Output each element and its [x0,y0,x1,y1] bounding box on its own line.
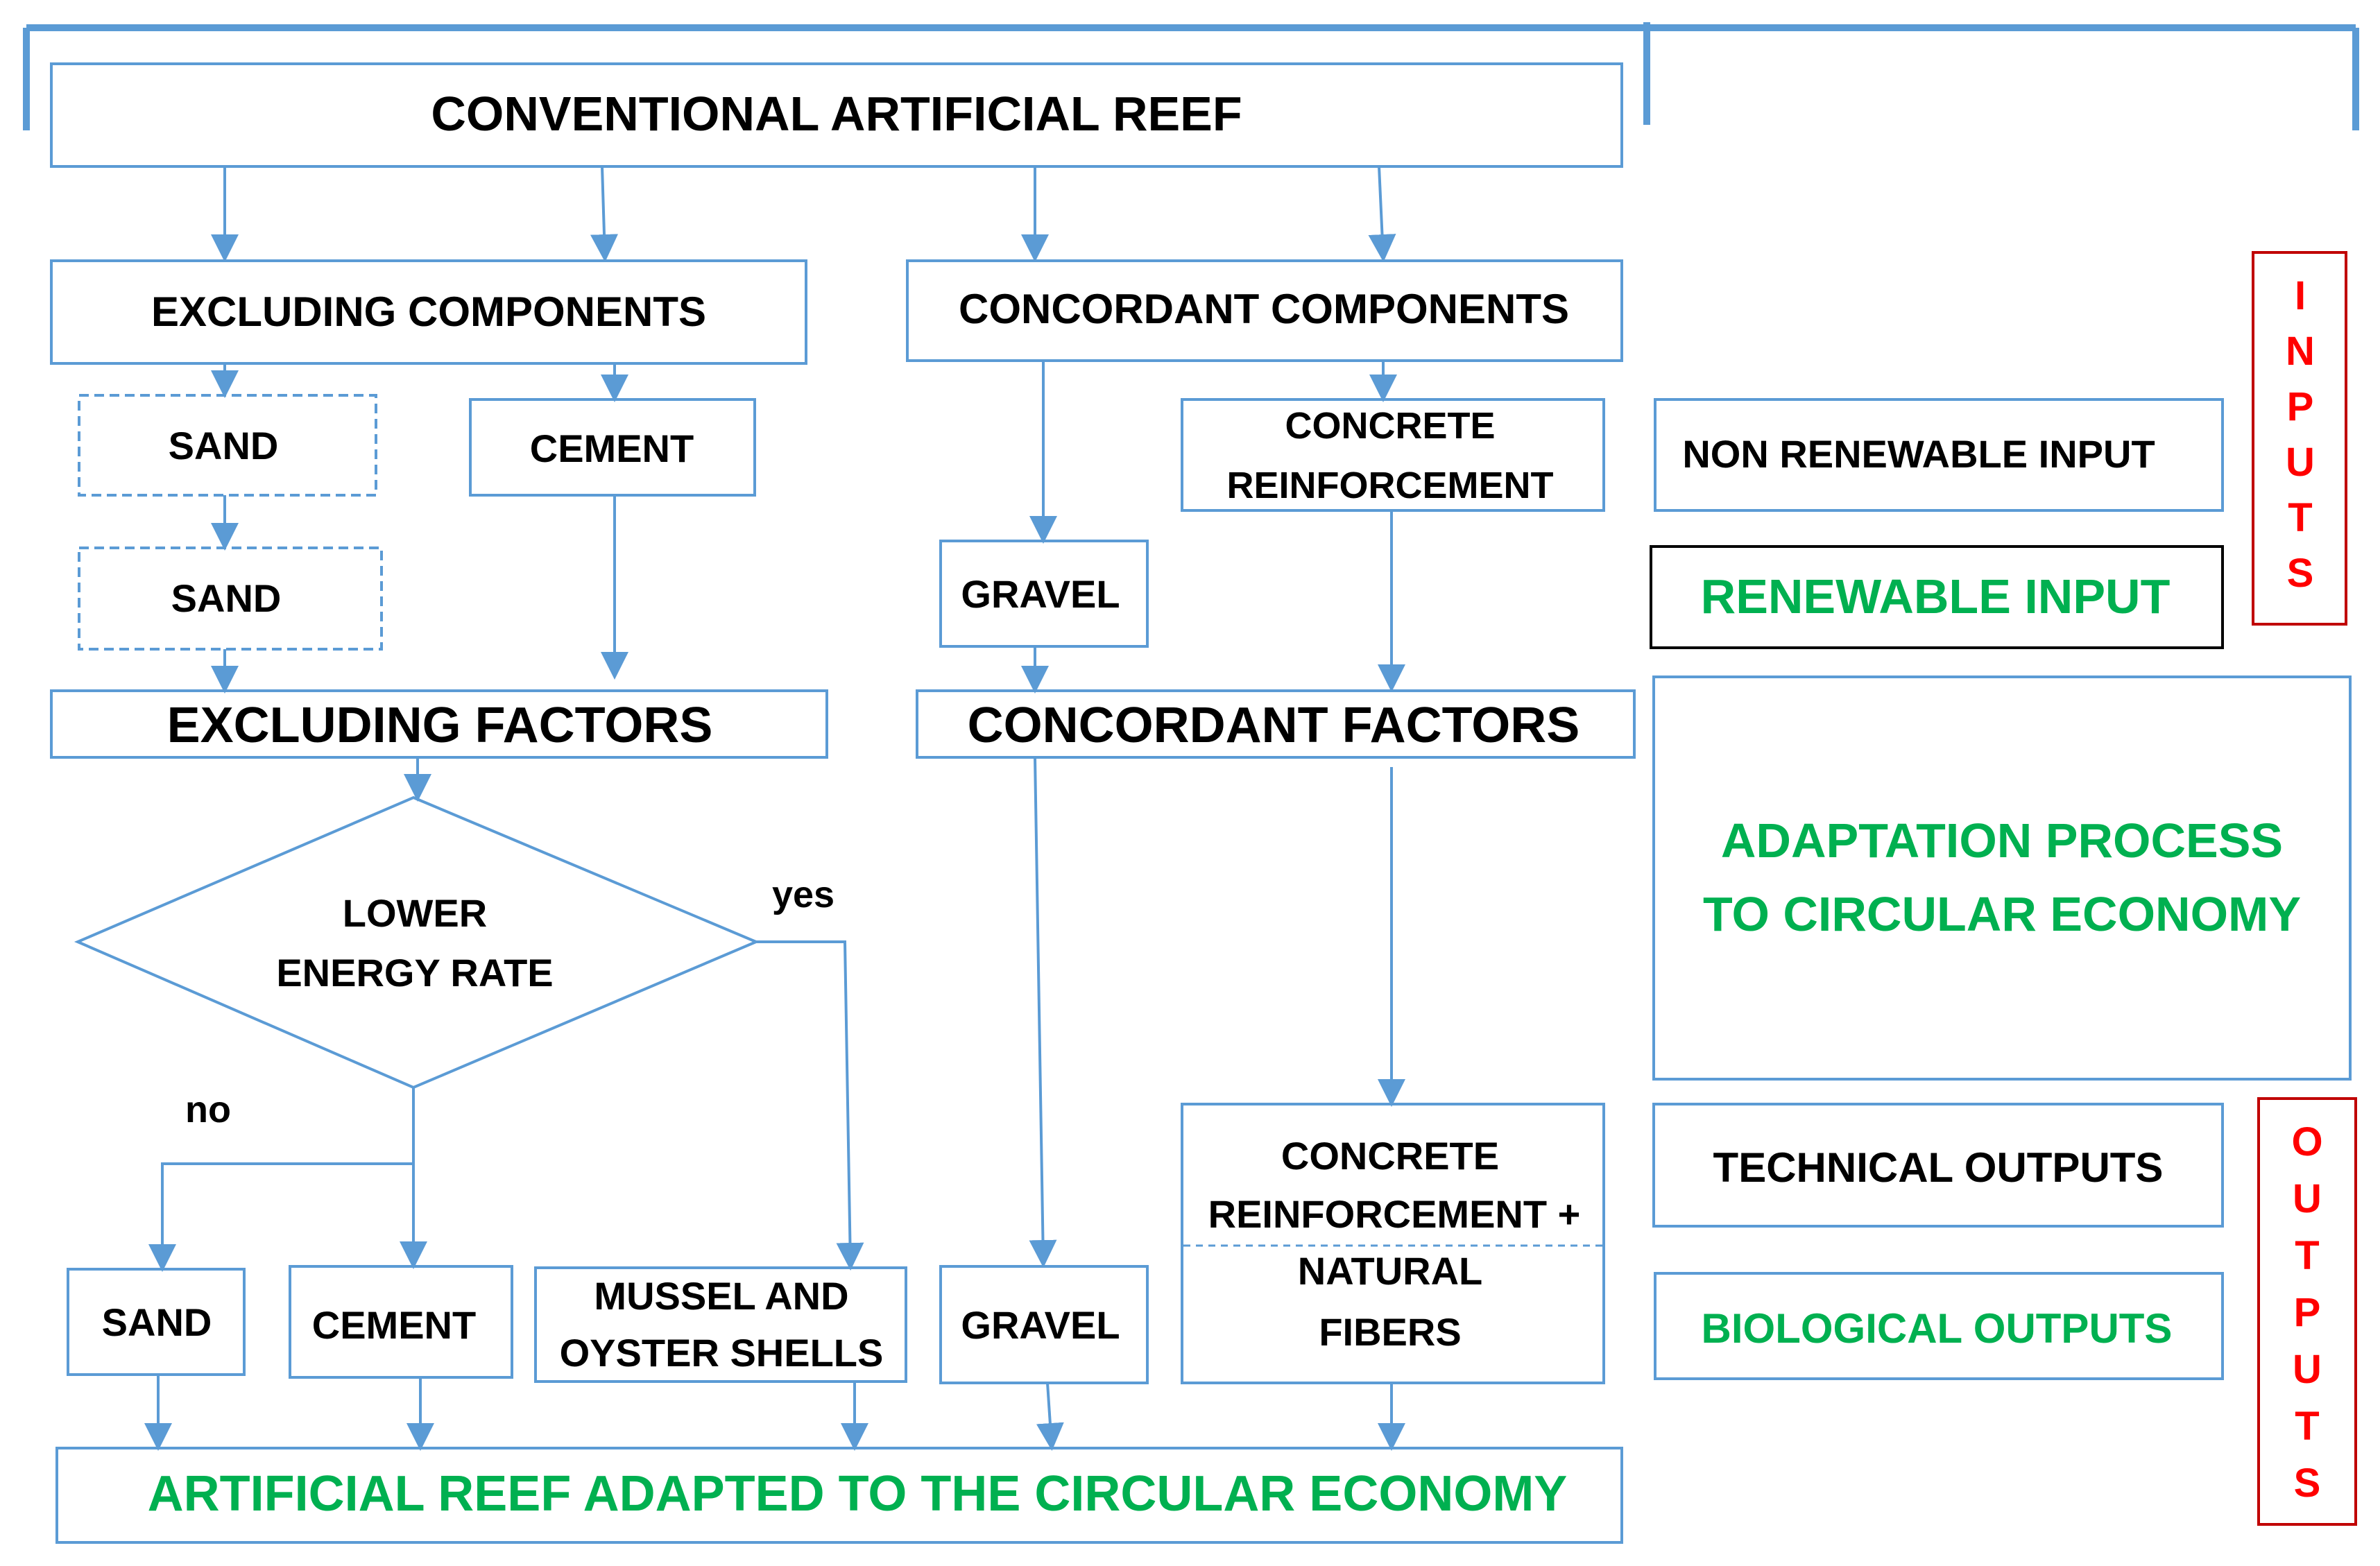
decision-line2: ENERGY RATE [276,951,553,995]
excluding-factors-box [50,689,828,759]
shells-line1: MUSSEL AND [594,1274,848,1318]
reinforcement-fibers-box [1181,1103,1605,1384]
inputs-letter-5: T [2288,495,2312,540]
gravel-label-1: GRAVEL [961,572,1120,616]
adaptation-line2: TO CIRCULAR ECONOMY [1703,887,2301,941]
renewable-label: RENEWABLE INPUT [1701,569,2171,623]
cement-box-2 [289,1265,513,1379]
biological-outputs-label: BIOLOGICAL OUTPUTS [1702,1305,2173,1352]
outputs-letter-6: T [2295,1404,2319,1449]
sand-label-2: SAND [171,576,282,620]
non-renewable-label: NON RENEWABLE INPUT [1682,432,2155,476]
fibers-line1: CONCRETE [1281,1134,1499,1178]
concordant-components-label: CONCORDANT COMPONENTS [959,286,1569,332]
sand-label-3: SAND [102,1300,212,1344]
inputs-letter-2: N [2286,329,2315,374]
outputs-box [2257,1097,2357,1526]
cement-label-1: CEMENT [530,427,694,470]
gravel-box-2 [939,1265,1149,1384]
adaptation-line1: ADAPTATION PROCESS [1721,814,2283,868]
outputs-letter-2: U [2293,1176,2322,1221]
sand-box-2 [78,547,383,651]
outputs-letter-4: P [2294,1290,2321,1335]
conventional-reef-label: CONVENTIONAL ARTIFICIAL REEF [431,87,1242,141]
inputs-box [2252,251,2347,626]
adaptation-box [1652,676,2352,1081]
biological-outputs-box [1654,1272,2224,1380]
outputs-letter-5: U [2293,1347,2322,1392]
top-bracket [23,22,2359,130]
concrete-reinforcement-box [1181,398,1605,512]
excluding-factors-label: EXCLUDING FACTORS [167,698,713,753]
fibers-line4: FIBERS [1319,1310,1461,1354]
arrow-conc-factors-gravel [1029,757,1057,1268]
excluding-components-box [50,259,807,365]
outputs-letter-1: O [2291,1119,2322,1164]
shells-box [534,1266,907,1383]
gravel-label-2: GRAVEL [961,1303,1120,1347]
concrete-reinforcement-line2: REINFORCEMENT [1227,465,1554,506]
excluding-components-label: EXCLUDING COMPONENTS [151,289,706,335]
arrow-yes-shells [756,940,864,1271]
outputs-letter-7: S [2294,1461,2321,1506]
inputs-letter-4: U [2286,440,2315,485]
no-label: no [185,1089,231,1130]
technical-outputs-box [1652,1103,2224,1228]
decision-diamond [74,795,760,1090]
decision-line1: LOWER [343,891,487,935]
concordant-factors-box [916,689,1636,759]
yes-label: yes [772,874,834,915]
cement-label-2: CEMENT [312,1303,476,1347]
outputs-letter-3: T [2295,1233,2319,1278]
concordant-components-box [906,259,1623,362]
concrete-reinforcement-line1: CONCRETE [1285,405,1495,447]
shells-line2: OYSTER SHELLS [560,1331,884,1375]
conventional-reef-box [50,62,1623,168]
cement-box-1 [469,398,756,497]
fibers-line2: REINFORCEMENT + [1208,1192,1581,1236]
inputs-letter-1: I [2295,273,2306,318]
non-renewable-box [1654,398,2224,512]
inputs-letter-6: S [2287,551,2314,596]
concordant-factors-label: CONCORDANT FACTORS [968,698,1580,753]
technical-outputs-label: TECHNICAL OUTPUTS [1713,1144,2164,1191]
arrow-conventional-excl-b [590,166,619,262]
adapted-reef-box [55,1447,1623,1544]
inputs-letter-3: P [2287,384,2314,429]
arrow-conventional-conc-b [1368,166,1396,262]
fibers-line3: NATURAL [1298,1249,1482,1293]
renewable-box [1650,545,2224,649]
arrow-gravel-adapted [1036,1382,1064,1451]
arrow-no-sand [148,1162,413,1272]
sand-box-1 [78,394,377,497]
sand-label-1: SAND [169,424,279,467]
adapted-reef-label: ARTIFICIAL REEF ADAPTED TO THE CIRCULAR … [148,1466,1568,1522]
